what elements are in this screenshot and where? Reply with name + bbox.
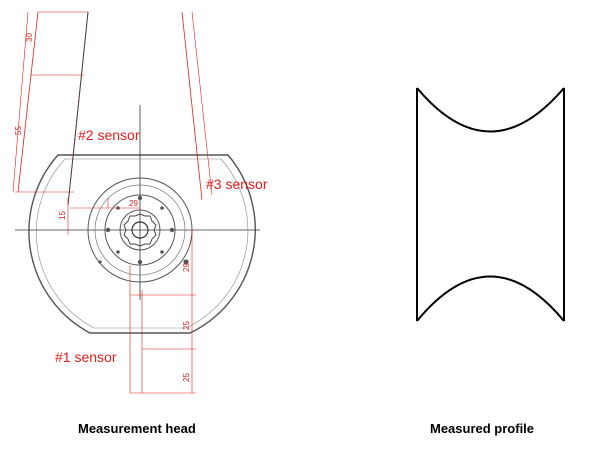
dim-label-25-b: 25 xyxy=(182,373,191,382)
dim-label-29-right: 29 xyxy=(182,263,191,272)
sensor2-label: #2 sensor xyxy=(78,127,140,143)
dim-line-vertical-left xyxy=(12,11,29,193)
sensor2-arm-body xyxy=(67,11,89,206)
hub-core xyxy=(131,221,149,239)
sensor3-arm-right-edge xyxy=(191,11,213,196)
sensor3-arm-left-edge xyxy=(181,11,203,201)
hub-ring-4 xyxy=(119,209,161,251)
hub-ring-2 xyxy=(94,184,186,276)
profile-bottom-curve xyxy=(416,275,565,322)
head-body-outline xyxy=(28,154,256,334)
hub-gear xyxy=(123,213,157,247)
profile-top-curve xyxy=(416,87,565,133)
dim-label-55: 55 xyxy=(14,126,23,135)
sensor3-label: #3 sensor xyxy=(206,176,268,192)
measurement-head-drawing: 30 55 15 29 29 25 25 #2 sensor #3 sensor… xyxy=(12,11,268,394)
sensor2-arm-left-edge xyxy=(17,11,39,193)
dim-label-25-a: 25 xyxy=(182,321,191,330)
dim-label-29-top: 29 xyxy=(129,199,138,208)
dim-label-30: 30 xyxy=(25,33,34,42)
bolt-holes xyxy=(98,195,189,265)
sensor1-label: #1 sensor xyxy=(55,349,117,365)
dim-label-15: 15 xyxy=(58,211,67,220)
measured-profile-drawing xyxy=(416,87,565,322)
measurement-head-caption: Measurement head xyxy=(78,421,196,436)
head-body-inner-outline xyxy=(35,158,249,329)
hub-ring-3 xyxy=(104,194,176,266)
measured-profile-caption: Measured profile xyxy=(430,421,535,436)
